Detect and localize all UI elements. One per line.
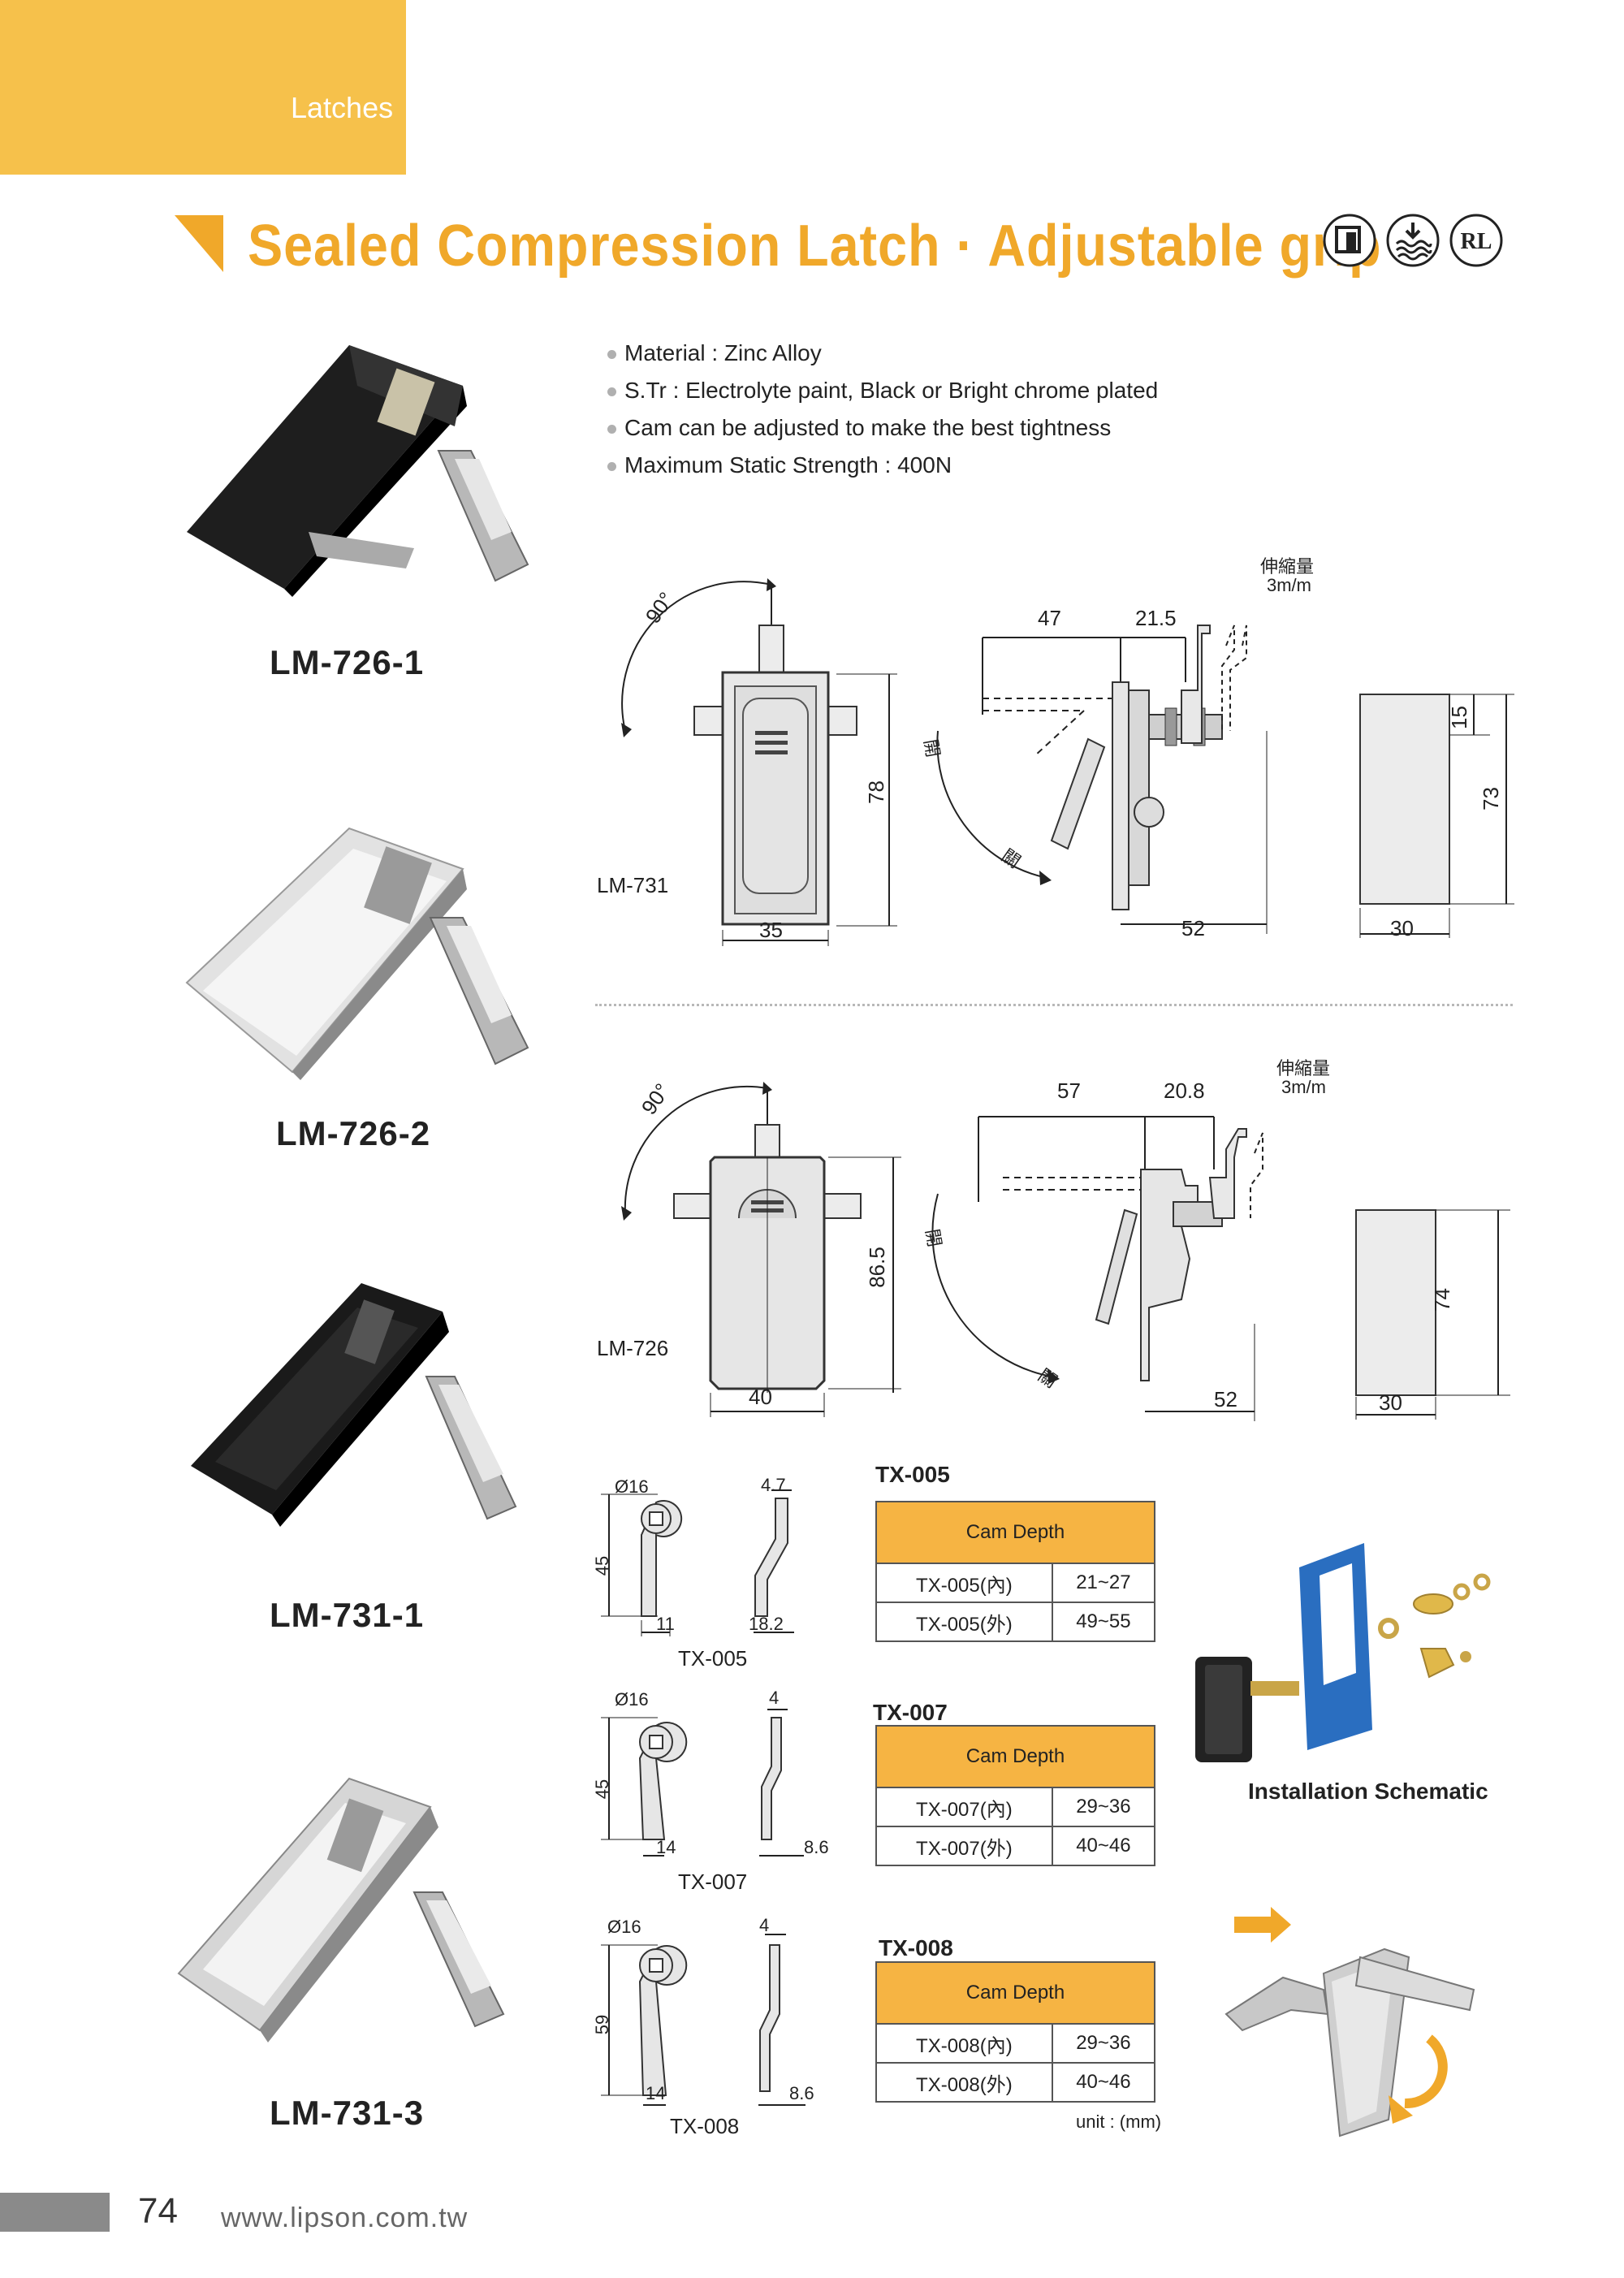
cam-diameter: Ø16 [615,1476,649,1497]
plate-drawing-lm-731 [1359,694,1514,938]
table-row: TX-007(內)29~36 [875,1787,1156,1827]
unit-note: unit : (mm) [1076,2112,1162,2132]
bullet-icon [607,425,616,434]
model-name: LM-726-1 [270,643,425,681]
cam-depth-table: Cam Depth TX-005(內)21~27 TX-005(外)49~55 [875,1501,1156,1642]
dim-d15: 15 [1446,706,1471,729]
cam-length: 59 [592,2014,613,2035]
svg-text:RL: RL [1461,229,1492,254]
table-row: TX-007(外)40~46 [875,1826,1156,1866]
cam-name: TX-007 [678,1870,748,1894]
cam-width: 11 [656,1614,675,1634]
cam-thickness: 4 [769,1688,780,1708]
category-label: Latches [291,91,394,124]
cam-width: 14 [646,2083,666,2103]
table-row: TX-008(內)29~36 [875,2023,1156,2064]
front-view-drawing-lm-726 [621,1082,901,1417]
dim-d52: 52 [1181,916,1205,940]
dim-width: 35 [759,918,783,942]
spec-item: Cam can be adjusted to make the best tig… [607,409,1158,447]
dim-d52: 52 [1214,1387,1237,1411]
model-name: LM-731-3 [270,2094,425,2132]
cam-drawing-tx-005 [601,1489,794,1636]
bullet-icon [607,350,616,360]
section-divider [595,1004,1513,1006]
drawing-label: LM-731 [597,873,669,897]
spec-item: S.Tr : Electrolyte paint, Black or Brigh… [607,372,1158,409]
cam-length: 45 [592,1555,613,1576]
spec-item: Material : Zinc Alloy [607,335,1158,372]
table-title: TX-007 [873,1700,948,1725]
dim-d30: 30 [1390,916,1414,940]
installation-caption: Installation Schematic [1248,1779,1488,1804]
model-name: LM-726-2 [276,1114,431,1152]
table-row: TX-005(內)21~27 [875,1563,1156,1603]
table-title: TX-005 [875,1462,950,1487]
adjust-value: 3m/m [1281,1077,1326,1097]
dim-d73: 73 [1478,787,1503,810]
bullet-icon [607,387,616,397]
installation-schematic [1195,1543,1491,1762]
side-view-drawing-lm-731 [936,625,1268,934]
model-name: LM-731-1 [270,1596,425,1634]
dim-d30: 30 [1379,1390,1402,1415]
cam-offset: 8.6 [804,1837,829,1857]
dim-d21-5: 21.5 [1135,606,1177,630]
table-header: Cam Depth [875,1725,1155,1788]
operation-illustration [1224,1907,1475,2138]
adjust-label: 伸縮量 [1260,556,1315,577]
bullet-icon [607,462,616,472]
front-view-drawing-lm-731 [621,578,897,946]
side-view-drawing-lm-726 [931,1116,1263,1421]
dim-width: 40 [749,1385,772,1409]
cam-drawing-tx-008 [601,1934,806,2106]
table-row: TX-005(外)49~55 [875,1602,1156,1642]
footer-bar [0,2193,110,2232]
cam-depth-table: Cam Depth TX-008(內)29~36 TX-008(外)40~46 [875,1961,1156,2103]
dim-d20-8: 20.8 [1164,1078,1205,1103]
cam-diameter: Ø16 [615,1689,649,1710]
title-arrow-icon [175,215,223,272]
table-row: TX-008(外)40~46 [875,2062,1156,2103]
product-photo-lm-731-3 [177,1777,505,2042]
website-url: www.lipson.com.tw [221,2202,469,2233]
cam-offset: 18.2 [749,1614,784,1634]
rl-cert-icon: RL [1449,214,1503,267]
waterproof-icon [1386,214,1440,267]
cam-depth-table: Cam Depth TX-007(內)29~36 TX-007(外)40~46 [875,1725,1156,1866]
cam-name: TX-005 [678,1646,748,1671]
cam-name: TX-008 [670,2114,740,2138]
drawing-label: LM-726 [597,1336,669,1360]
table-header: Cam Depth [875,1501,1155,1564]
plate-drawing-lm-726 [1355,1209,1510,1420]
product-photo-lm-726-2 [185,827,529,1080]
spec-list: Material : Zinc Alloy S.Tr : Electrolyte… [607,335,1158,484]
dim-height: 78 [863,780,888,804]
cam-thickness: 4 [759,1915,770,1935]
product-photo-lm-731-1 [191,1283,517,1527]
page-number: 74 [138,2191,178,2231]
cam-drawing-tx-007 [601,1709,804,1857]
cam-diameter: Ø16 [607,1917,641,1937]
dim-d57: 57 [1057,1078,1081,1103]
product-photo-lm-726-1 [187,345,529,597]
table-title: TX-008 [879,1935,953,1960]
dim-d47: 47 [1038,606,1061,630]
category-tab [0,0,406,175]
cam-offset: 8.6 [789,2083,814,2103]
weatherproof-icon [1323,214,1376,267]
cam-thickness: 4.7 [761,1475,786,1495]
cam-length: 45 [592,1779,613,1800]
dim-d74: 74 [1429,1288,1454,1312]
table-header: Cam Depth [875,1961,1155,2025]
cam-width: 14 [656,1837,676,1857]
adjust-label: 伸縮量 [1276,1058,1331,1078]
adjust-value: 3m/m [1267,575,1311,595]
spec-item: Maximum Static Strength : 400N [607,447,1158,484]
page-title: Sealed Compression Latch · Adjustable gr… [248,214,1382,279]
dim-height: 86.5 [864,1247,889,1288]
